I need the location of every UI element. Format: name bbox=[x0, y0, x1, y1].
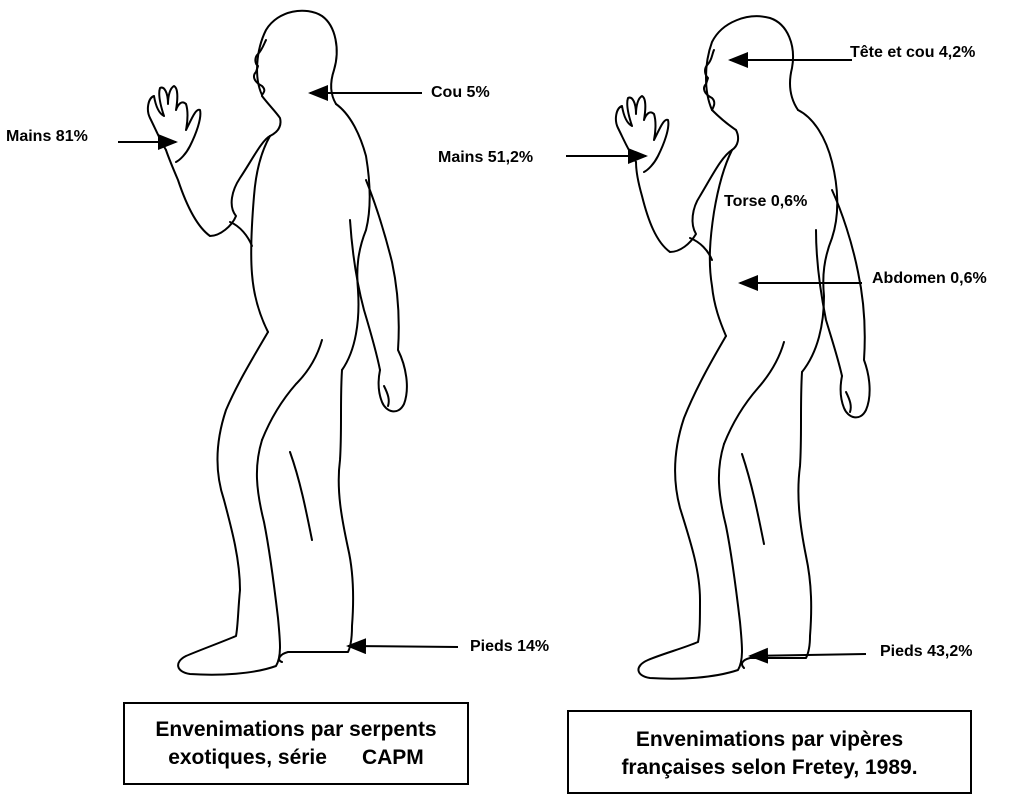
label-cou-left: Cou 5% bbox=[431, 84, 490, 101]
caption-left-line-2: exotiques, série CAPM bbox=[125, 744, 467, 772]
caption-left-line-1: Envenimations par serpents bbox=[125, 716, 467, 744]
label-tete: Tête et cou 4,2% bbox=[850, 44, 975, 61]
label-mains-left: Mains 81% bbox=[6, 128, 88, 145]
arrow-pieds-right bbox=[750, 654, 866, 656]
caption-right-line-2: françaises selon Fretey, 1989. bbox=[569, 754, 970, 782]
arrow-pieds-left bbox=[348, 646, 458, 647]
label-pieds-right: Pieds 43,2% bbox=[880, 643, 973, 660]
label-abdomen: Abdomen 0,6% bbox=[872, 270, 987, 287]
left-arrows bbox=[118, 93, 458, 647]
caption-right-line-1: Envenimations par vipères bbox=[569, 726, 970, 754]
right-arrows bbox=[566, 60, 866, 656]
left-human-silhouette bbox=[148, 11, 407, 675]
label-mains-right: Mains 51,2% bbox=[438, 149, 533, 166]
caption-box-right: Envenimations par vipères françaises sel… bbox=[567, 710, 972, 794]
right-human-silhouette bbox=[616, 16, 870, 678]
caption-box-left: Envenimations par serpents exotiques, sé… bbox=[123, 702, 469, 785]
label-torse: Torse 0,6% bbox=[724, 193, 807, 210]
label-pieds-left: Pieds 14% bbox=[470, 638, 549, 655]
